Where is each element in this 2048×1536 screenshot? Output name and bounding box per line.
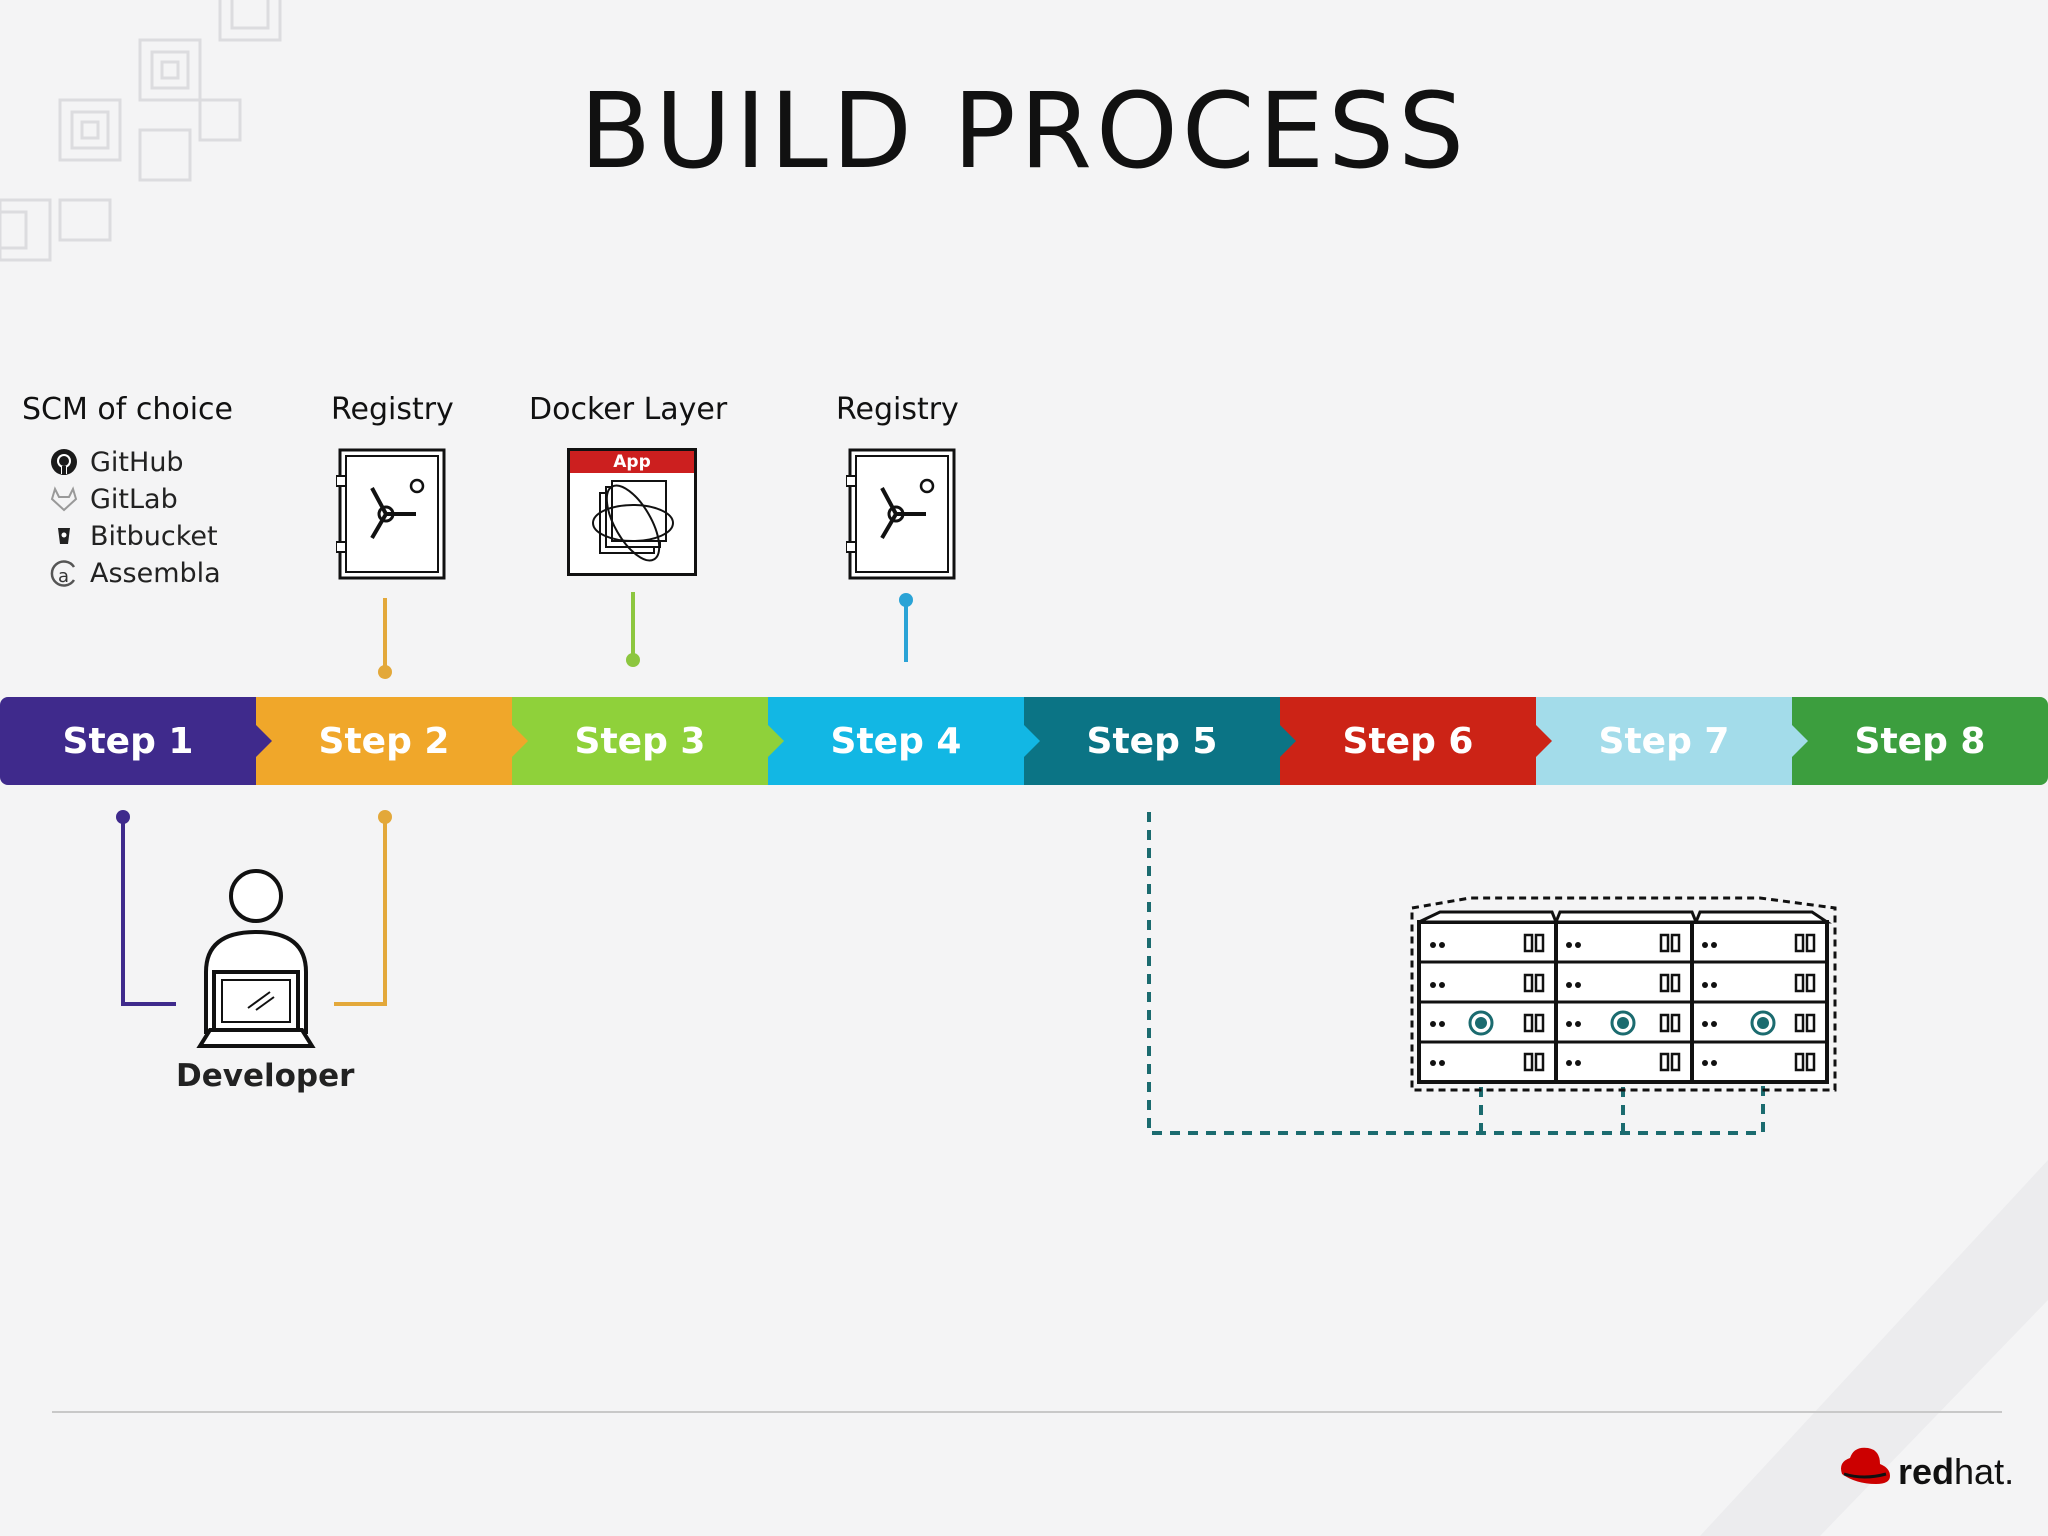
step-arrow-notch: [256, 725, 272, 757]
github-icon: [48, 446, 80, 478]
developer-label: Developer: [176, 1058, 355, 1094]
background-stripe: [1700, 1160, 2048, 1536]
scm-item-github: GitHub: [48, 446, 184, 478]
step-3: Step 3: [512, 697, 784, 785]
step-bar: Step 1 Step 2 Step 3 Step 4 Step 5 Step 6 Step…: [0, 697, 2048, 785]
scm-item-label: Bitbucket: [90, 520, 218, 552]
scm-item-gitlab: GitLab: [48, 483, 178, 515]
step-6: Step 6: [1280, 697, 1552, 785]
step-label: Step 3: [574, 720, 706, 762]
connector-step2-developer-dot: [378, 810, 392, 824]
assembla-icon: a: [48, 557, 80, 589]
connectors-developer: [116, 810, 392, 1006]
redhat-logo-icon: [1841, 1447, 1890, 1484]
step-arrow-notch: [1280, 725, 1296, 757]
background-pattern: [0, 0, 282, 262]
svg-text:a: a: [58, 566, 69, 587]
registry-safe-icon: [846, 448, 956, 580]
step-arrow-notch: [1792, 725, 1808, 757]
scm-item-bitbucket: Bitbucket: [48, 520, 218, 552]
docker-layer-app-icon: App: [567, 448, 697, 576]
page-title: BUILD PROCESS: [579, 70, 1469, 192]
connector-step1: [121, 817, 176, 1006]
footer-divider: [52, 1411, 2002, 1413]
redhat-wordmark-bold: red: [1898, 1451, 1955, 1492]
scm-item-label: GitHub: [90, 446, 184, 478]
step5-deployment: [1147, 812, 1837, 1135]
gitlab-icon: [48, 483, 80, 515]
step-label: Step 4: [830, 720, 962, 762]
step-label: Step 1: [62, 720, 194, 762]
step-label: Step 5: [1086, 720, 1218, 762]
step-arrow-notch: [1536, 725, 1552, 757]
step-label: Step 6: [1342, 720, 1474, 762]
step-4: Step 4: [768, 697, 1040, 785]
bitbucket-icon: [48, 520, 80, 552]
connector-step3-dot: [626, 653, 640, 667]
app-badge: App: [570, 451, 694, 473]
step-8: Step 8: [1792, 697, 2048, 785]
scm-item-assembla: a Assembla: [48, 557, 221, 589]
scm-item-label: GitLab: [90, 483, 178, 515]
connector-step2-dot: [378, 665, 392, 679]
redhat-wordmark: redhat.: [1898, 1451, 2014, 1493]
step-2: Step 2: [256, 697, 528, 785]
scm-label: SCM of choice: [22, 392, 234, 427]
connector-step1-dot: [116, 810, 130, 824]
connectors-top: [378, 592, 913, 679]
registry-label-1: Registry: [331, 392, 454, 427]
step-7: Step 7: [1536, 697, 1808, 785]
registry-safe-icon: [336, 448, 446, 580]
step-1: Step 1: [0, 697, 272, 785]
developer-icon: [196, 869, 316, 1048]
layers-icon: [592, 480, 674, 562]
step-label: Step 8: [1854, 720, 1986, 762]
step-arrow-notch: [768, 725, 784, 757]
step-label: Step 7: [1598, 720, 1730, 762]
docker-layer-label: Docker Layer: [529, 392, 728, 427]
registry-label-2: Registry: [836, 392, 959, 427]
server-rack-icon: [1410, 896, 1837, 1092]
step-label: Step 2: [318, 720, 450, 762]
scm-item-label: Assembla: [90, 557, 221, 589]
step-5: Step 5: [1024, 697, 1296, 785]
redhat-wordmark-light: hat.: [1954, 1451, 2015, 1492]
connector-step4-dot: [899, 593, 913, 607]
step-arrow-notch: [1024, 725, 1040, 757]
step-arrow-notch: [512, 725, 528, 757]
connector-step2-developer: [334, 817, 387, 1006]
